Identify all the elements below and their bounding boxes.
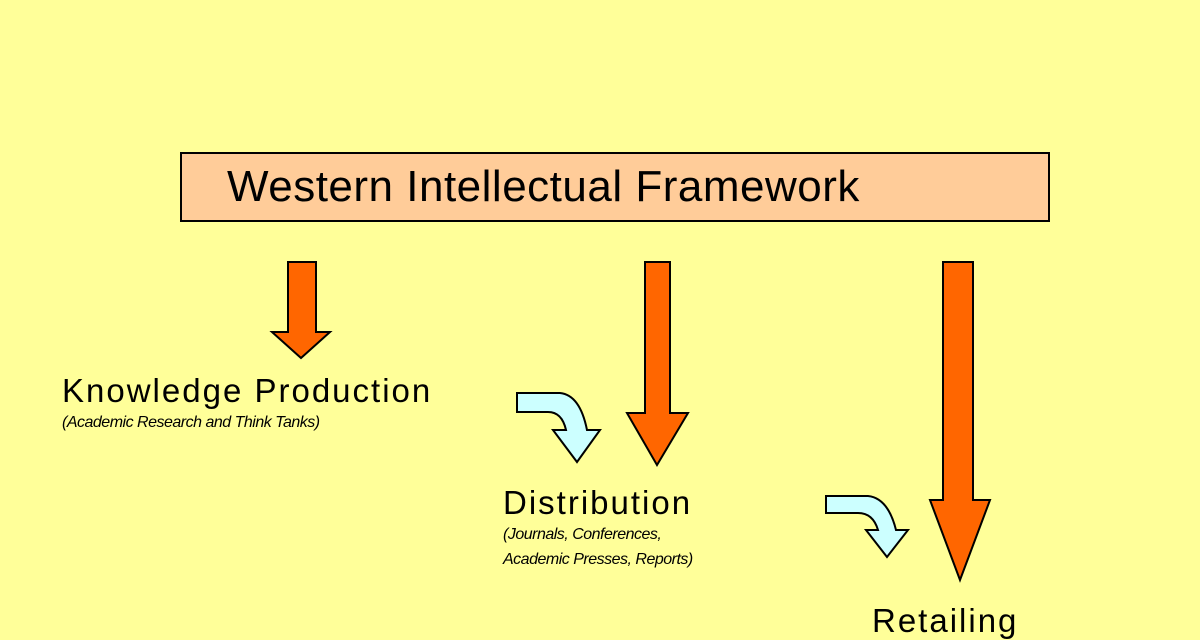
framework-arrow-to-production [269, 261, 333, 360]
node-retailing: Retailing [872, 602, 1018, 640]
framework-arrow-to-retailing [928, 261, 992, 583]
framework-arrow-to-distribution [625, 261, 690, 467]
framework-title-box: Western Intellectual Framework [180, 152, 1050, 222]
framework-title: Western Intellectual Framework [227, 162, 860, 211]
node-label: Retailing [872, 602, 1019, 639]
flow-arrow-distribution-to-retailing [825, 495, 911, 559]
node-distribution: Distribution (Journals, Conferences, Aca… [503, 484, 693, 572]
node-detail-line1: (Journals, Conferences, [503, 526, 662, 543]
flow-arrow-production-to-distribution [516, 392, 602, 464]
node-knowledge-production: Knowledge Production (Academic Research … [62, 372, 432, 435]
node-label: Distribution [503, 484, 693, 521]
node-detail-line2: Academic Presses, Reports) [503, 551, 693, 568]
node-label: Knowledge Production [62, 372, 433, 409]
node-detail: (Academic Research and Think Tanks) [62, 414, 320, 431]
